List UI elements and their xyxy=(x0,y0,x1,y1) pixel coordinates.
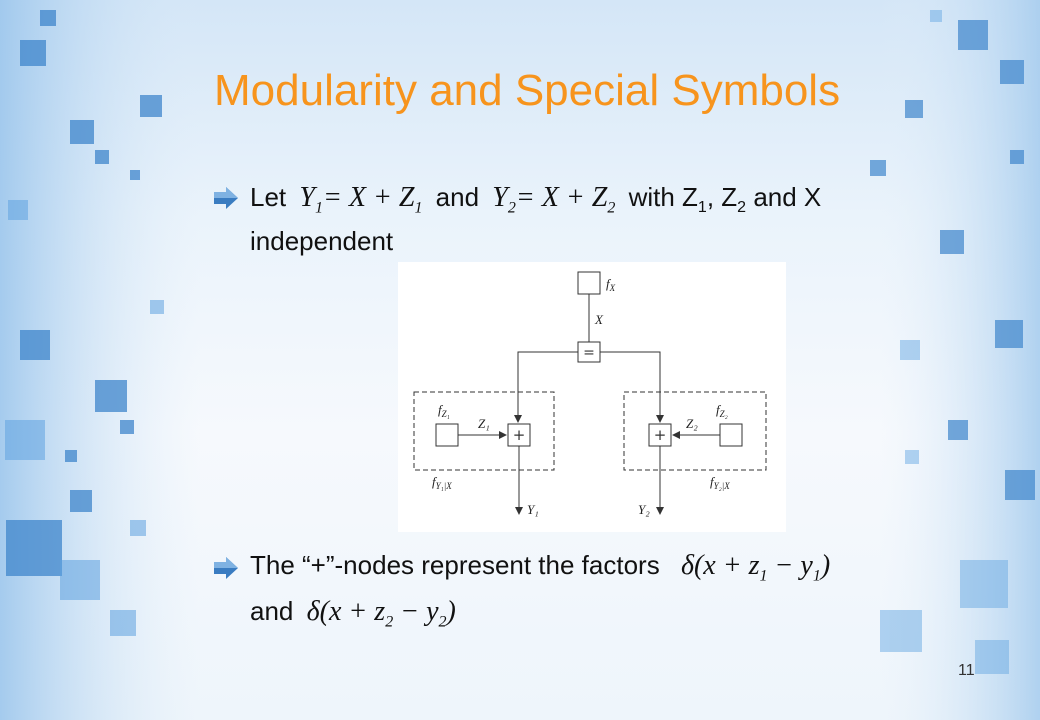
bullet-arrow-icon xyxy=(214,557,238,579)
label-fy1x: fY₁|X xyxy=(432,474,452,491)
bullet-1-line-1: Let Y1= X + Z1 and Y2= X + Z2 with Z1, Z… xyxy=(250,180,821,226)
equality-symbol: = xyxy=(583,345,595,361)
label-z1: Z₁ xyxy=(478,416,490,431)
slide-title: Modularity and Special Symbols xyxy=(214,66,841,115)
bullet-2-and: and xyxy=(250,596,294,626)
label-x: X xyxy=(594,312,604,327)
delta-factor-2: δ(x + z2 − y2) xyxy=(306,596,456,631)
bullet-1-let: Let xyxy=(250,182,287,212)
label-z2: Z₂ xyxy=(686,416,698,431)
label-y2: Y₂ xyxy=(638,502,650,517)
label-fz1: fZ₁ xyxy=(438,402,450,419)
dashed-group-right xyxy=(623,391,767,471)
label-y1: Y₁ xyxy=(527,502,539,517)
equation-y1: Y1= X + Z1 xyxy=(299,182,423,217)
page-number: 11 xyxy=(958,662,975,679)
bullet-2-line-1: The “+”-nodes represent the factors δ(x … xyxy=(250,548,836,594)
factor-box-fz1 xyxy=(435,423,459,447)
bullet-1-tail: and X xyxy=(753,182,822,212)
label-fx: fX xyxy=(606,276,616,293)
dashed-group-left xyxy=(413,391,555,471)
bullet-2-line-2: and δ(x + z2 − y2) xyxy=(250,594,462,640)
factor-graph-diagram: = + + fX X fZ₁ Z₁ fZ₂ Z₂ fY₁|X fY₂|X Y₁ … xyxy=(413,271,767,517)
label-fy2x: fY₂|X xyxy=(710,474,730,491)
delta-factor-1: δ(x + z1 − y1) xyxy=(680,550,831,585)
bullet-2-text: The “+”-nodes represent the factors xyxy=(250,550,660,580)
bullet-1-and: and xyxy=(435,182,480,212)
factor-box-fz2 xyxy=(719,423,743,447)
factor-box-fx xyxy=(577,271,601,295)
factor-graph-figure: = + + fX X fZ₁ Z₁ fZ₂ Z₂ fY₁|X fY₂|X Y₁ … xyxy=(398,262,786,532)
equation-y2: Y2= X + Z2 xyxy=(492,182,616,217)
bullet-arrow-icon xyxy=(214,187,238,209)
label-fz2: fZ₂ xyxy=(716,402,728,419)
plus-symbol-right: + xyxy=(654,426,667,444)
plus-symbol-left: + xyxy=(513,426,526,444)
bullet-1-with: with Z xyxy=(628,182,698,212)
bullet-1-line-2: independent xyxy=(250,226,394,256)
